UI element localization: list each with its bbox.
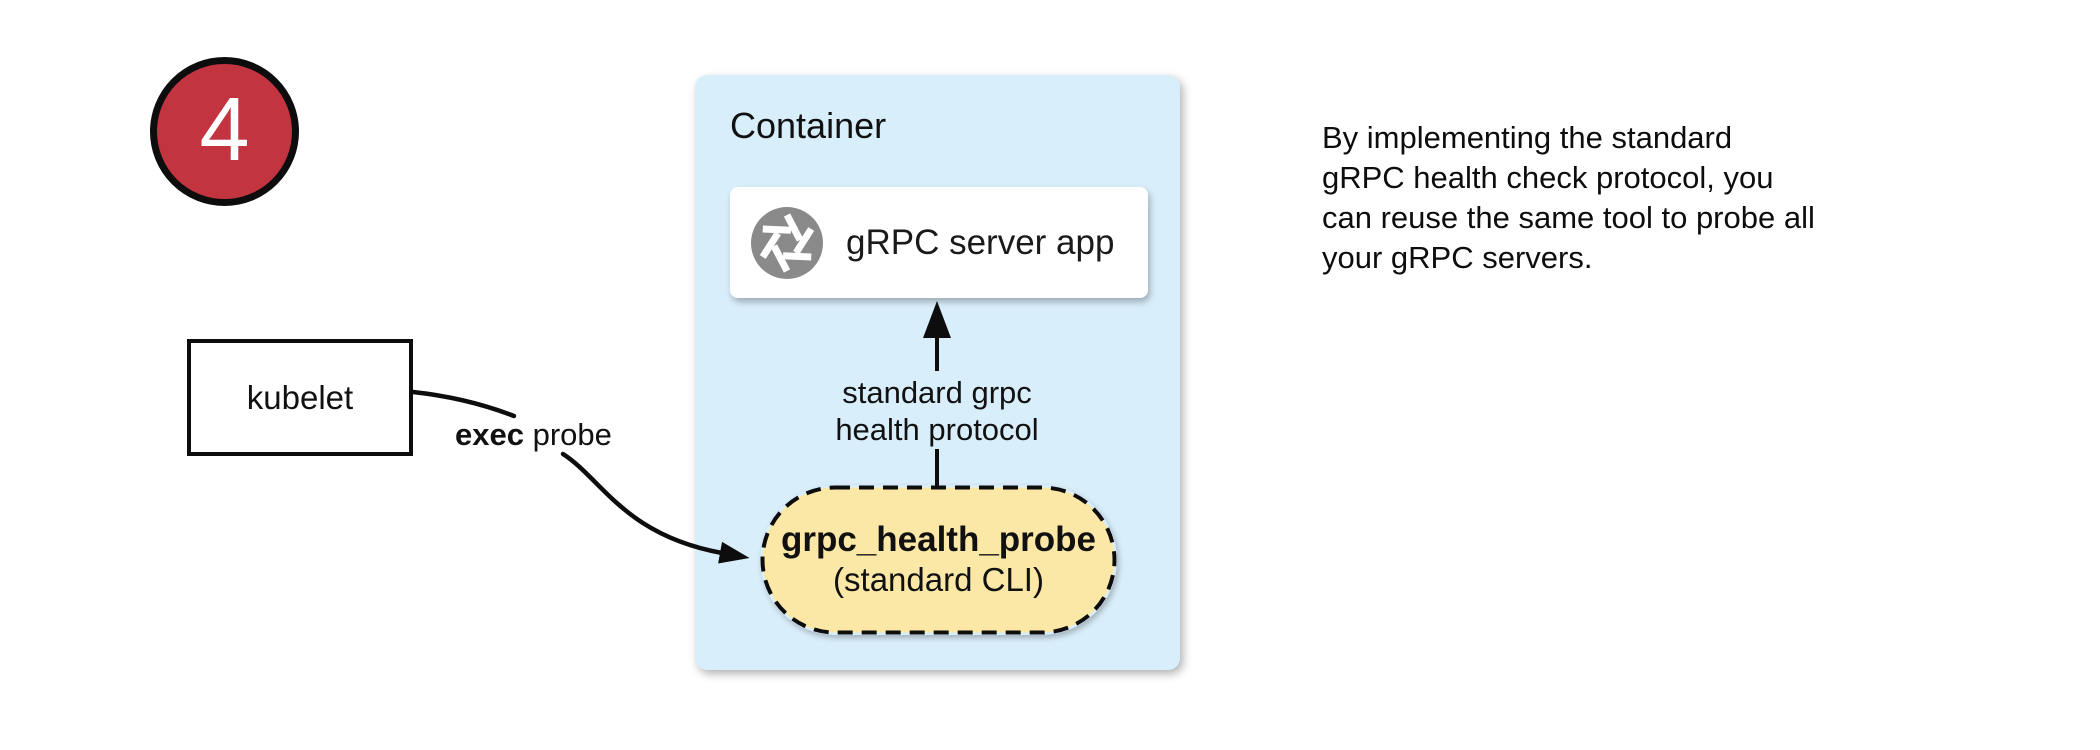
aperture-icon <box>751 206 823 279</box>
grpc-server-label: gRPC server app <box>846 222 1115 262</box>
description-line: By implementing the standard <box>1322 120 1733 155</box>
description-line: your gRPC servers. <box>1322 240 1593 275</box>
kubelet-node: kubelet <box>187 339 413 456</box>
health-protocol-label: standard grpc health protocol <box>835 375 1039 447</box>
exec-probe-label: exec probe <box>455 417 612 452</box>
probe-pill-outline <box>760 485 1117 635</box>
kubelet-label: kubelet <box>246 378 354 416</box>
grpc-health-probe-node: grpc_health_probe (standard CLI) <box>760 485 1117 635</box>
step-number: 4 <box>199 79 250 180</box>
container-title: Container <box>730 105 887 146</box>
description-line: gRPC health check protocol, you <box>1322 160 1774 195</box>
description-text: By implementing the standard gRPC health… <box>1322 118 1815 278</box>
probe-pill-title: grpc_health_probe <box>780 520 1097 559</box>
grpc-server-node: gRPC server app <box>730 187 1148 298</box>
step-badge: 4 <box>150 57 299 206</box>
description-line: can reuse the same tool to probe all <box>1322 200 1815 235</box>
probe-pill-subtitle: (standard CLI) <box>833 561 1044 598</box>
